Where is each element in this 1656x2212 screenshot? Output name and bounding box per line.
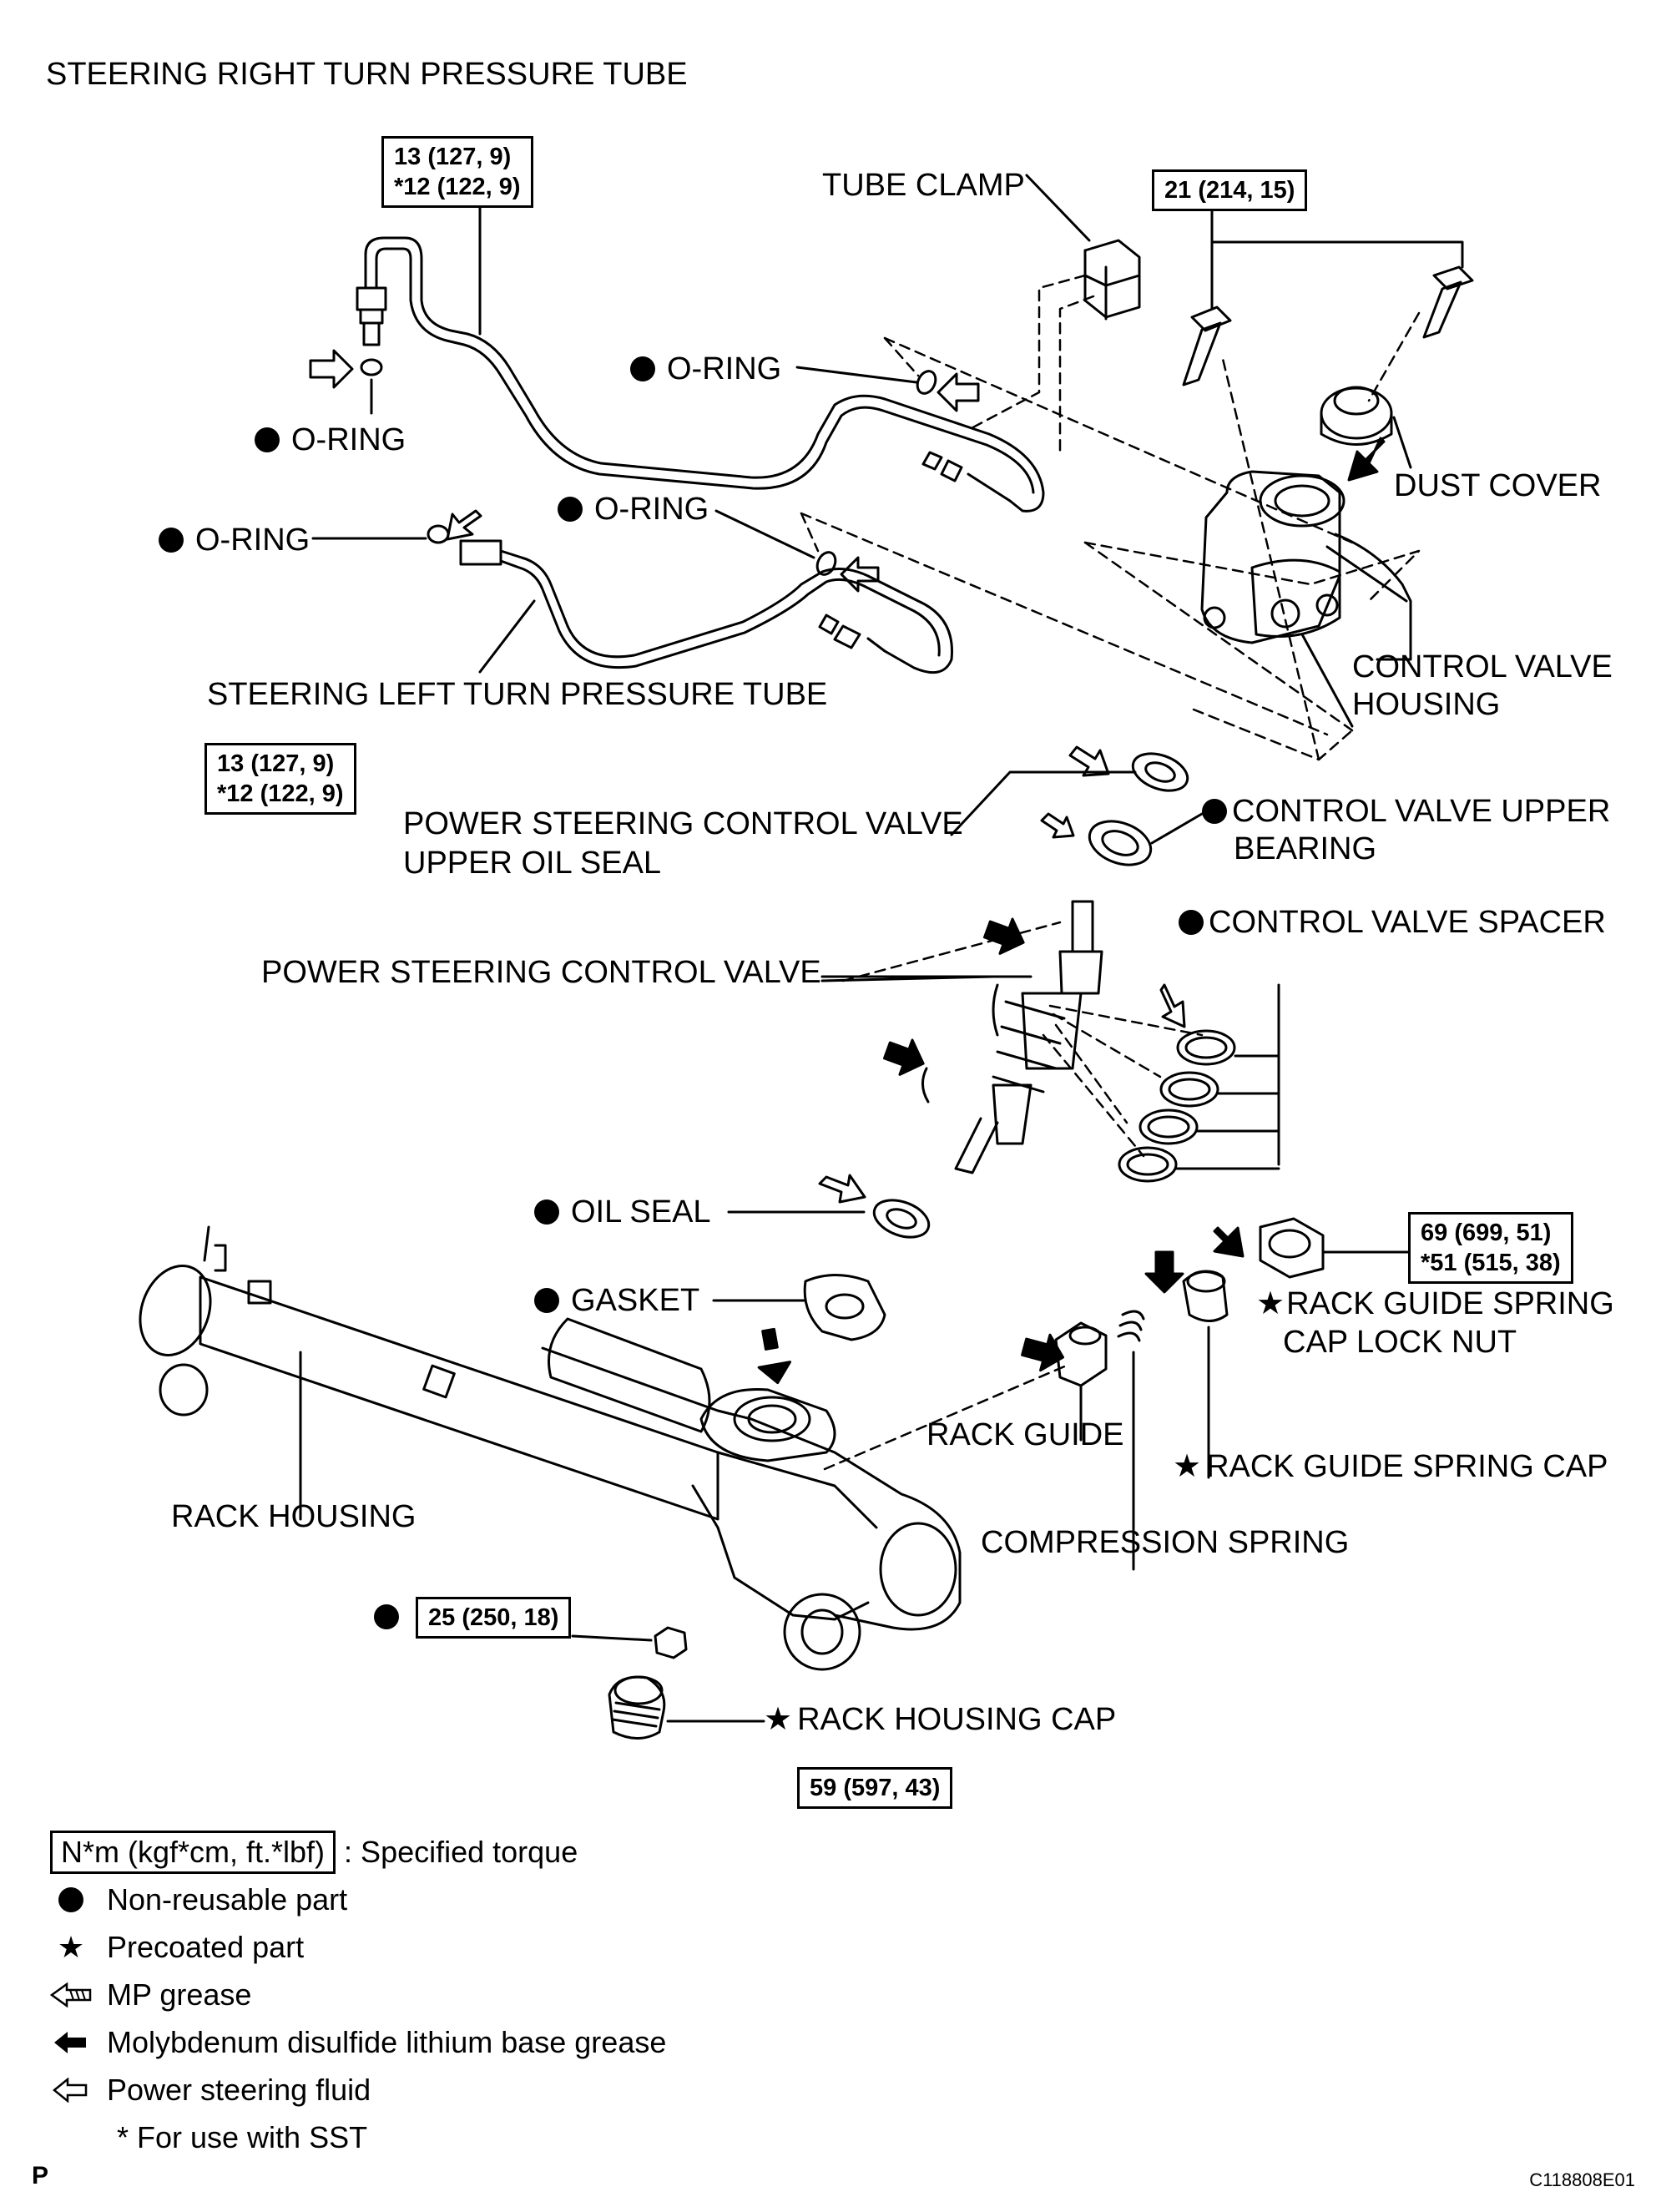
label-compression-spring: COMPRESSION SPRING	[981, 1525, 1350, 1560]
upper-seal-bearing	[950, 745, 1204, 866]
gasket-art	[712, 1274, 886, 1341]
control-valve-art	[820, 900, 1103, 1174]
label-tube-clamp: TUBE CLAMP	[822, 168, 1025, 203]
precoated-star-icon: ★	[57, 1929, 85, 1964]
label-ps-control-valve: POWER STEERING CONTROL VALVE	[261, 955, 821, 990]
torque-non-reusable-marker	[374, 1598, 411, 1635]
legend-sst: * For use with SST	[117, 2119, 368, 2154]
left-turn-pressure-tube	[459, 539, 953, 674]
label-control-valve-housing-2: HOUSING	[1352, 687, 1501, 722]
housing-bolts	[1182, 201, 1474, 386]
non-reusable-icon	[534, 1288, 559, 1313]
legend-specified-torque: N*m (kgf*cm, ft.*lbf) : Specified torque	[50, 1828, 666, 1876]
non-reusable-icon	[1179, 910, 1204, 935]
non-reusable-icon	[558, 497, 583, 522]
label-ps-upper-oil-seal-1: POWER STEERING CONTROL VALVE	[403, 806, 963, 841]
precoated-star-icon: ★	[1173, 1449, 1202, 1484]
non-reusable-icon	[159, 528, 184, 553]
label-o-ring-lower-left: O-RING	[159, 522, 310, 558]
non-reusable-icon	[1202, 799, 1227, 824]
moly-grease-arrow-icon	[50, 2030, 92, 2055]
torque-box-lower-tube: 13 (127, 9)*12 (122, 9)	[204, 743, 356, 815]
label-upper-bearing-2: BEARING	[1234, 831, 1377, 866]
precoated-star-icon: ★	[764, 1702, 793, 1737]
small-nut	[571, 1626, 688, 1659]
rack-housing-art	[139, 1225, 962, 1671]
mp-grease-arrow-icon	[50, 1982, 92, 2007]
label-rack-housing: RACK HOUSING	[171, 1499, 417, 1534]
legend-moly-grease: Molybdenum disulfide lithium base grease	[50, 2018, 666, 2066]
label-oil-seal: OIL SEAL	[534, 1194, 711, 1230]
footer-page-letter: P	[32, 2162, 49, 2189]
tube-clamp	[1025, 174, 1141, 321]
torque-box-small-nut: 25 (250, 18)	[416, 1597, 572, 1639]
torque-box-rack-housing-cap: 59 (597, 43)	[797, 1767, 953, 1809]
label-lock-nut-2: CAP LOCK NUT	[1283, 1325, 1517, 1360]
label-rack-housing-cap: ★RACK HOUSING CAP	[764, 1702, 1117, 1737]
non-reusable-icon	[58, 1886, 83, 1912]
assembly-guides	[800, 274, 1421, 1471]
moly-arrows	[757, 437, 1386, 1385]
label-o-ring-upper-mid: O-RING	[630, 351, 781, 387]
leader-lines	[311, 186, 1408, 982]
valve-spacers	[1118, 983, 1280, 1183]
fluid-arrow-icon	[50, 2077, 92, 2103]
non-reusable-icon	[630, 356, 655, 381]
label-control-valve-housing-1: CONTROL VALVE	[1352, 649, 1613, 684]
non-reusable-icon	[534, 1199, 559, 1225]
rack-guide-parts	[1054, 1217, 1423, 1571]
label-rack-guide: RACK GUIDE	[926, 1417, 1124, 1452]
label-valve-spacer: CONTROL VALVE SPACER	[1179, 904, 1606, 941]
label-ps-upper-oil-seal-2: UPPER OIL SEAL	[403, 846, 662, 881]
non-reusable-icon	[374, 1604, 399, 1629]
legend-precoated: ★ Precoated part	[50, 1923, 666, 1971]
legend-mp-grease: MP grease	[50, 1971, 666, 2018]
non-reusable-icon	[255, 427, 280, 452]
legend-torque-units: N*m (kgf*cm, ft.*lbf)	[50, 1830, 336, 1874]
precoated-star-icon: ★	[1256, 1286, 1285, 1321]
legend-non-reusable: Non-reusable part	[50, 1876, 666, 1923]
label-lock-nut-1: ★RACK GUIDE SPRING	[1256, 1286, 1614, 1321]
footer-figure-code: C118808E01	[1529, 2169, 1635, 2190]
label-gasket: GASKET	[534, 1282, 699, 1319]
label-upper-bearing-1: CONTROL VALVE UPPER	[1202, 793, 1610, 830]
label-o-ring-upper-left: O-RING	[255, 422, 406, 458]
right-turn-pressure-tube	[356, 236, 1045, 513]
rack-housing-cap-art	[608, 1675, 765, 1740]
diagram-title: STEERING RIGHT TURN PRESSURE TUBE	[46, 57, 688, 92]
torque-box-upper-tube: 13 (127, 9)*12 (122, 9)	[381, 136, 533, 208]
fluid-arrows	[309, 349, 980, 593]
legend-ps-fluid: Power steering fluid	[50, 2066, 666, 2114]
torque-box-lock-nut: 69 (699, 51)*51 (515, 38)	[1408, 1212, 1573, 1284]
dust-cover	[1320, 386, 1412, 469]
label-left-turn-tube: STEERING LEFT TURN PRESSURE TUBE	[207, 677, 828, 712]
torque-box-housing-bolts: 21 (214, 15)	[1152, 169, 1308, 211]
oil-seal-art	[727, 1174, 931, 1239]
label-dust-cover: DUST COVER	[1394, 468, 1602, 503]
label-o-ring-lower-mid: O-RING	[558, 491, 709, 528]
legend: N*m (kgf*cm, ft.*lbf) : Specified torque…	[50, 1828, 666, 2161]
control-valve-housing-art	[1200, 470, 1412, 728]
label-spring-cap: ★RACK GUIDE SPRING CAP	[1173, 1449, 1608, 1484]
